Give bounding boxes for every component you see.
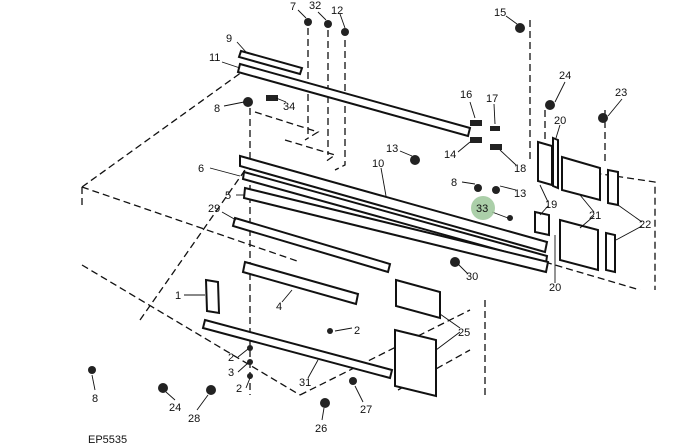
part-22-strip-upper [607,168,619,207]
fasteners [88,18,608,408]
callout-2: 2 [354,325,360,337]
callout-20: 20 [554,115,566,127]
callout-29: 29 [208,203,220,215]
callout-25: 25 [458,327,470,339]
part-29-strip [231,216,392,274]
callout-32: 32 [309,0,321,12]
part-10-rail [241,170,549,265]
part-19-plate-lower [534,210,550,237]
part-31-bar [201,318,394,380]
part-1-bracket [204,278,221,315]
callout-10: 10 [372,158,384,170]
part-11-rail [236,62,472,138]
callout-20b: 20 [549,282,561,294]
part-20-strip-upper [552,136,559,190]
callout-34: 34 [283,101,295,113]
part-25-plate-upper [395,278,441,320]
callout-9: 9 [226,33,232,45]
callout-17: 17 [486,93,498,105]
callout-26: 26 [315,423,327,435]
highlight-callout-33[interactable] [471,196,495,220]
callout-labels: 7 32 12 15 9 11 8 34 24 23 16 17 20 13 1… [92,0,651,435]
callout-5: 5 [225,190,231,202]
callout-16: 16 [460,89,472,101]
callout-19: 19 [545,199,557,211]
callout-22: 22 [639,219,651,231]
leader-lines [91,9,643,421]
callout-12: 12 [331,5,343,17]
part-19-plate-upper [537,140,553,187]
part-22-strip-lower [605,231,616,274]
part-25-plate-lower [394,328,437,398]
callout-33[interactable]: 33 [476,203,488,215]
figure-id: EP5535 [88,434,127,446]
callout-7: 7 [290,1,296,13]
callout-31: 31 [299,377,311,389]
callout-4: 4 [276,301,282,313]
assembly-outline [81,20,656,396]
callout-24b: 24 [169,402,181,414]
part-21-plate-upper [561,155,601,202]
callout-14: 14 [444,149,456,161]
rails [201,49,619,398]
callout-13b: 13 [514,188,526,200]
callout-8b: 8 [451,177,457,189]
callout-3: 3 [228,367,234,379]
part-4-plate [241,260,360,306]
callout-1: 1 [175,290,181,302]
callout-24: 24 [559,70,571,82]
callout-18: 18 [514,163,526,175]
part-9-strip [237,49,304,76]
callout-8: 8 [214,103,220,115]
callout-8c: 8 [92,393,98,405]
part-21-plate-lower [559,218,599,272]
callout-6: 6 [198,163,204,175]
callout-27: 27 [360,404,372,416]
callout-2c: 2 [236,383,242,395]
callout-11: 11 [209,52,220,64]
callout-13: 13 [386,143,398,155]
callout-28: 28 [188,413,200,425]
callout-21: 21 [589,210,601,222]
callout-23: 23 [615,87,627,99]
callout-30: 30 [466,271,478,283]
callout-2b: 2 [228,352,234,364]
part-6-rail [239,154,549,254]
callout-15: 15 [494,7,506,19]
